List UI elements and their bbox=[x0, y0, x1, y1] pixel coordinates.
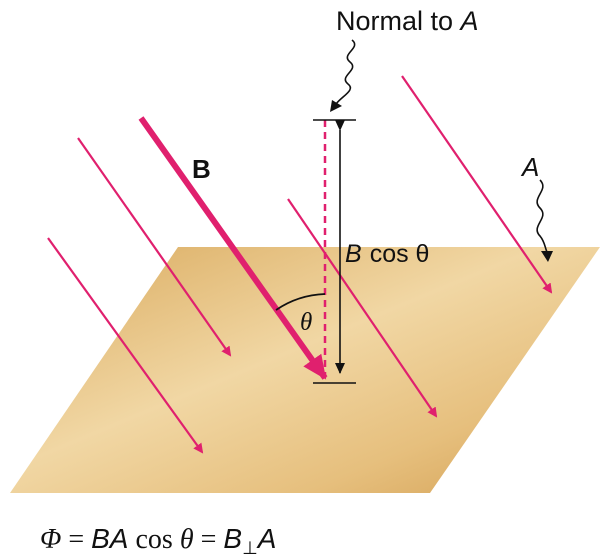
field-line bbox=[287, 198, 438, 418]
b-vector-label: B bbox=[192, 154, 211, 184]
field-lines bbox=[47, 75, 553, 454]
theta-arc bbox=[275, 293, 326, 311]
area-pointer-head bbox=[541, 251, 553, 262]
b-cos-theta-dimension bbox=[313, 119, 356, 384]
b-vector-arrow bbox=[138, 116, 328, 380]
area-a-label: A bbox=[520, 152, 539, 182]
theta-label: θ bbox=[300, 309, 312, 336]
area-pointer-squiggle bbox=[536, 179, 548, 253]
field-line bbox=[401, 75, 553, 294]
field-line bbox=[77, 137, 232, 357]
normal-to-a-label: Normal to A bbox=[336, 6, 479, 36]
normal-pointer-head bbox=[330, 100, 342, 112]
normal-pointer-squiggle bbox=[335, 39, 356, 105]
plane-a bbox=[10, 247, 600, 493]
field-line bbox=[47, 237, 204, 454]
flux-formula: Φ = BA cos θ = B⊥A bbox=[40, 523, 276, 558]
